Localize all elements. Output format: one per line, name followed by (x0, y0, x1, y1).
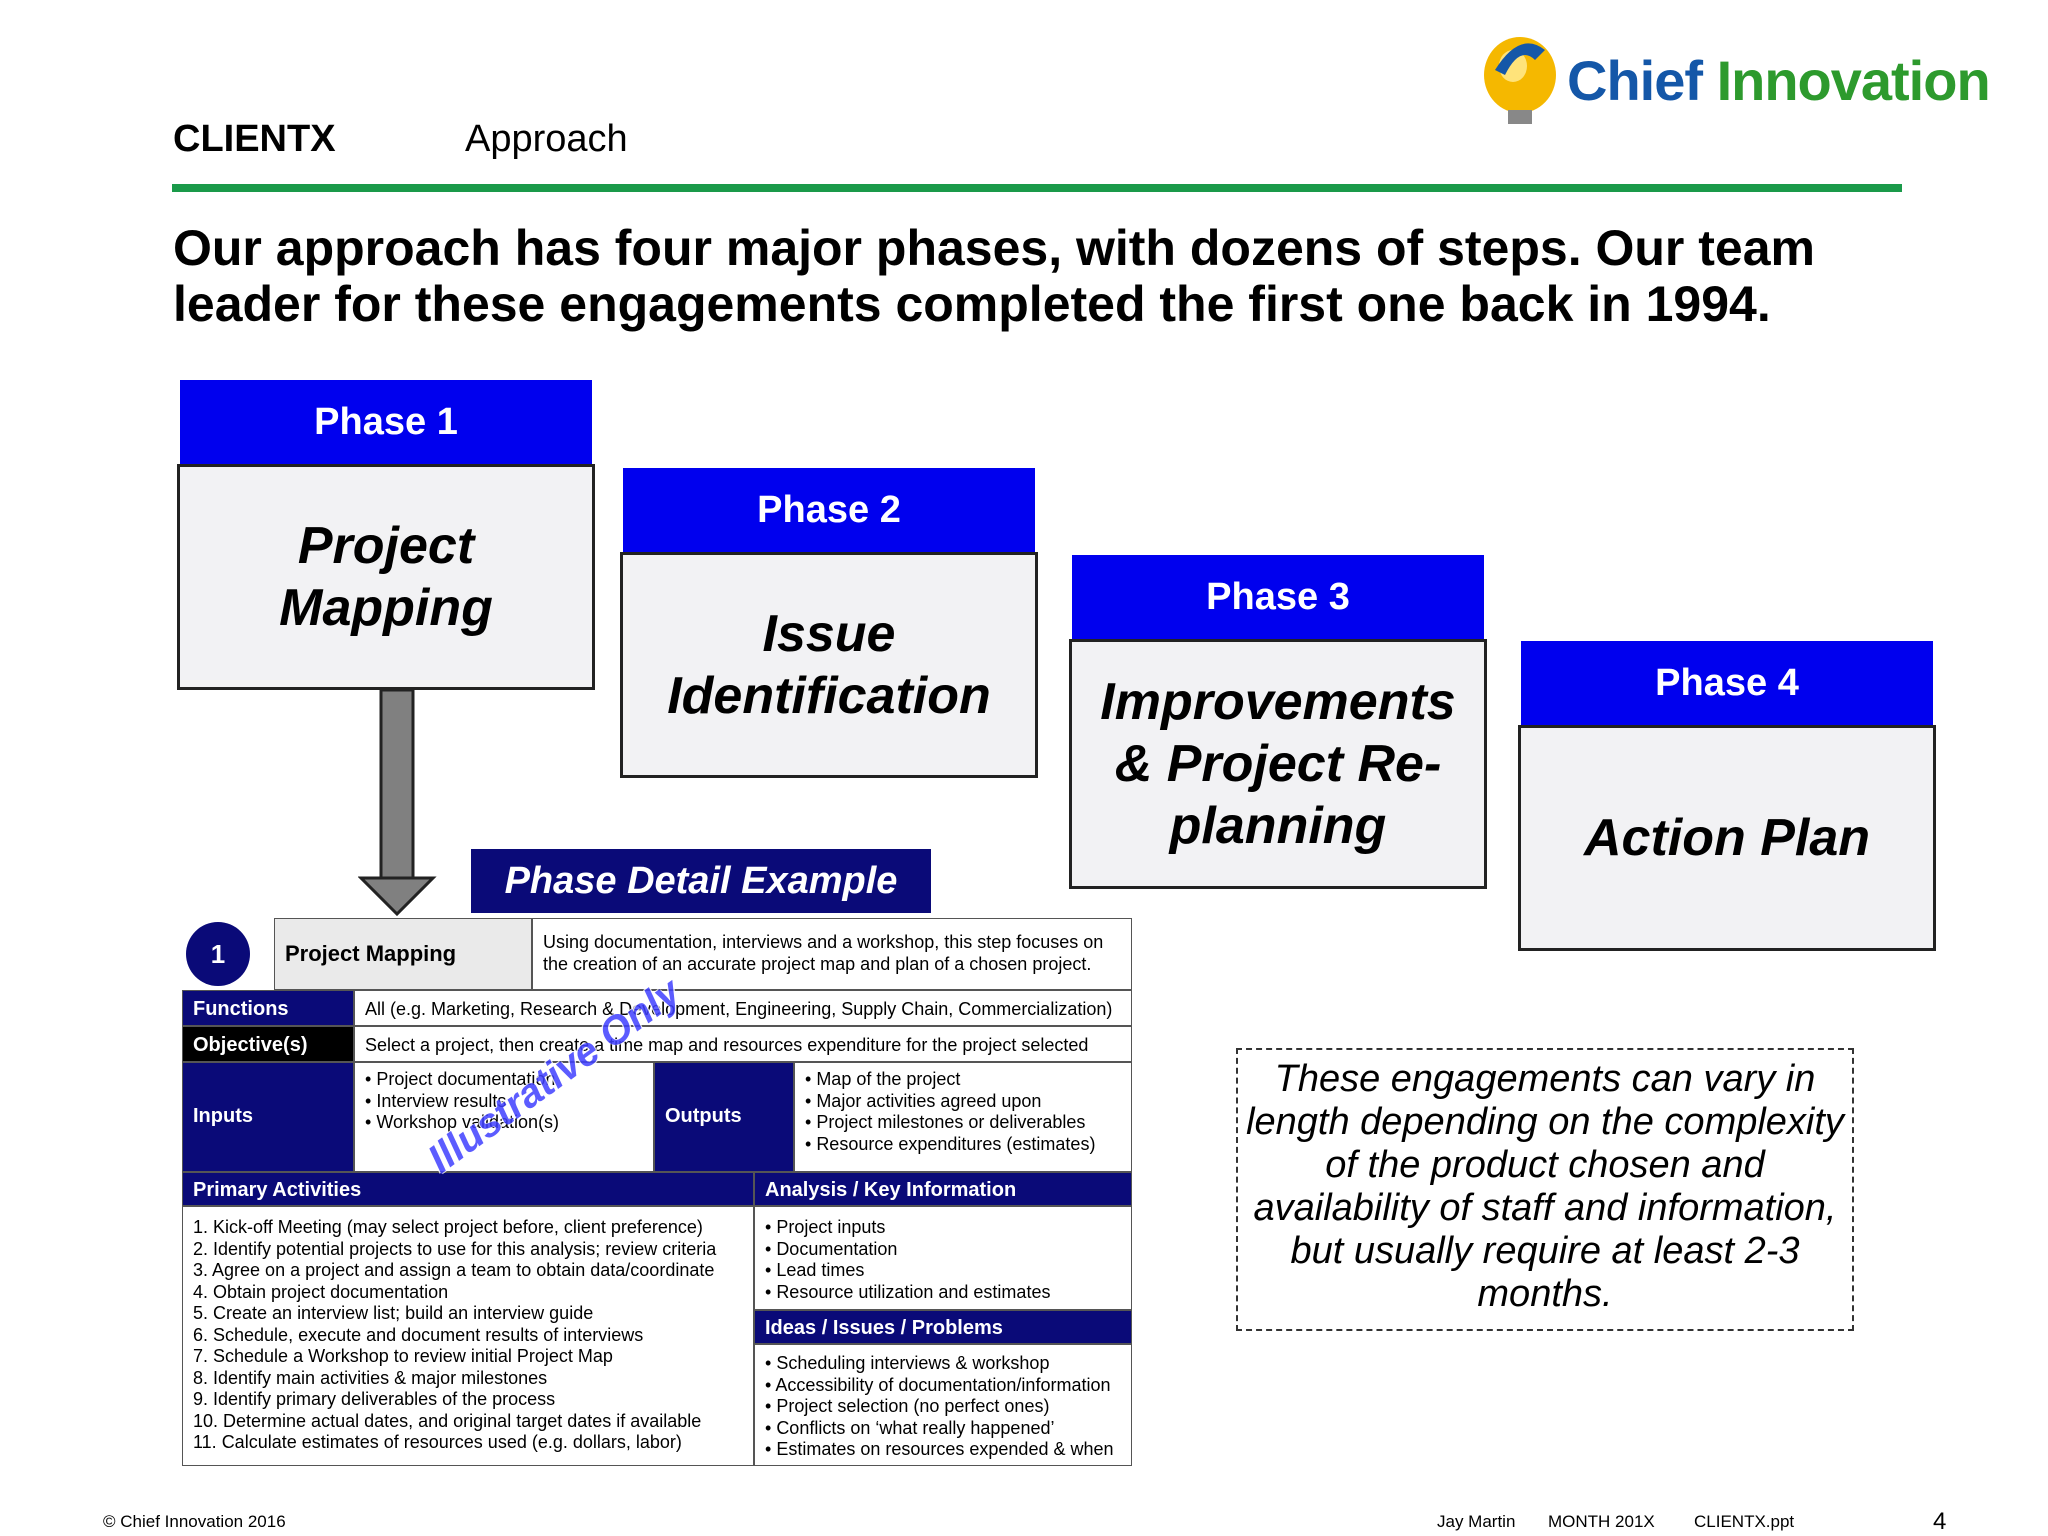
phase-1-title: Project Mapping (177, 464, 595, 690)
analysis-cell: Project inputs Documentation Lead times … (754, 1206, 1132, 1310)
header-divider (172, 184, 1902, 192)
primary-activity-item: 5. Create an interview list; build an in… (193, 1303, 594, 1323)
ideas-item: Accessibility of documentation/informati… (765, 1375, 1121, 1397)
outputs-list-cell: Map of the project Major activities agre… (794, 1062, 1132, 1172)
phase-4-label: Phase 4 (1521, 641, 1933, 725)
outputs-list: Map of the project Major activities agre… (805, 1069, 1121, 1155)
ideas-item: Scheduling interviews & workshop (765, 1353, 1121, 1375)
analysis-item: Documentation (765, 1239, 1121, 1261)
down-arrow-icon (358, 690, 437, 916)
headline: Our approach has four major phases, with… (173, 220, 1815, 332)
outputs-item: Major activities agreed upon (805, 1091, 1121, 1113)
primary-activities-list: 1. Kick-off Meeting (may select project … (193, 1217, 743, 1454)
inputs-list: Project documentation Interview results … (365, 1069, 643, 1134)
analysis-label: Analysis / Key Information (754, 1172, 1132, 1206)
primary-activities-label: Primary Activities (182, 1172, 754, 1206)
footer-date: MONTH 201X (1548, 1512, 1655, 1531)
footer-author: Jay Martin (1437, 1512, 1516, 1531)
ideas-item: Project selection (no perfect ones) (765, 1396, 1121, 1418)
primary-activity-item: 3. Agree on a project and assign a team … (193, 1260, 715, 1280)
functions-label: Functions (182, 990, 354, 1026)
primary-activity-item: 10. Determine actual dates, and original… (193, 1410, 702, 1431)
primary-activity-item: 8. Identify main activities & major mile… (193, 1367, 548, 1388)
footer-filename: CLIENTX.ppt (1694, 1512, 1795, 1531)
primary-activity-item: 4. Obtain project documentation (193, 1281, 449, 1302)
analysis-item: Project inputs (765, 1217, 1121, 1239)
primary-activity-item: 6. Schedule, execute and document result… (193, 1324, 644, 1345)
primary-activity-item: 9. Identify primary deliverables of the … (193, 1389, 556, 1409)
objectives-value: Select a project, then create a time map… (354, 1026, 1132, 1062)
inputs-label: Inputs (193, 1105, 253, 1127)
ideas-cell: Scheduling interviews & workshop Accessi… (754, 1344, 1132, 1466)
primary-activity-item: 1. Kick-off Meeting (may select project … (193, 1217, 703, 1237)
phase-2-title: Issue Identification (620, 552, 1038, 778)
objectives-label: Objective(s) (182, 1026, 354, 1062)
step-description: Using documentation, interviews and a wo… (532, 918, 1132, 990)
step-number-cell: 1 (182, 914, 274, 994)
phase-detail-table: 1 Project Mapping Using documentation, i… (182, 914, 1132, 1466)
inputs-label-cell: Inputs (182, 1062, 354, 1172)
phase-1-label: Phase 1 (180, 380, 592, 464)
inputs-item: Workshop validation(s) (365, 1112, 643, 1134)
outputs-item: Map of the project (805, 1069, 1121, 1091)
phase-4-title: Action Plan (1518, 725, 1936, 951)
inputs-item: Project documentation (365, 1069, 643, 1091)
phase-2-label: Phase 2 (623, 468, 1035, 552)
primary-activities-cell: 1. Kick-off Meeting (may select project … (182, 1206, 754, 1466)
footer-copyright: © Chief Innovation 2016 (103, 1512, 286, 1531)
client-name: CLIENTX (173, 118, 336, 160)
outputs-label: Outputs (665, 1105, 742, 1127)
outputs-label-cell: Outputs (654, 1062, 794, 1172)
phase-3-title: Improvements & Project Re-planning (1069, 639, 1487, 889)
phase-3-label: Phase 3 (1072, 555, 1484, 639)
primary-activity-item: 7. Schedule a Workshop to review initial… (193, 1346, 613, 1366)
logo-word-chief: Chief (1567, 49, 1703, 112)
analysis-item: Lead times (765, 1260, 1121, 1282)
ideas-label: Ideas / Issues / Problems (754, 1310, 1132, 1344)
outputs-item: Project milestones or deliverables (805, 1112, 1121, 1134)
inputs-item: Interview results (365, 1091, 643, 1113)
primary-activity-item: 2. Identify potential projects to use fo… (193, 1238, 717, 1259)
functions-value: All (e.g. Marketing, Research & Developm… (354, 990, 1132, 1026)
analysis-list: Project inputs Documentation Lead times … (765, 1217, 1121, 1303)
logo-word-innovation: Innovation (1716, 49, 1991, 112)
ideas-item: Estimates on resources expended & when (765, 1439, 1121, 1461)
ideas-item: Conflicts on ‘what really happened’ (765, 1418, 1121, 1440)
analysis-item: Resource utilization and estimates (765, 1282, 1121, 1304)
engagement-note: These engagements can vary in length dep… (1236, 1048, 1854, 1331)
outputs-item: Resource expenditures (estimates) (805, 1134, 1121, 1156)
company-logo: Chief Innovation (1475, 30, 1995, 130)
ideas-list: Scheduling interviews & workshop Accessi… (765, 1353, 1121, 1461)
page-number: 4 (1933, 1508, 1947, 1535)
phase-detail-title: Phase Detail Example (471, 849, 931, 913)
step-number-badge: 1 (186, 922, 250, 986)
primary-activity-item: 11. Calculate estimates of resources use… (193, 1432, 682, 1452)
section-title: Approach (465, 118, 628, 160)
inputs-list-cell: Project documentation Interview results … (354, 1062, 654, 1172)
lightbulb-icon (1484, 37, 1556, 124)
step-name: Project Mapping (274, 918, 532, 990)
